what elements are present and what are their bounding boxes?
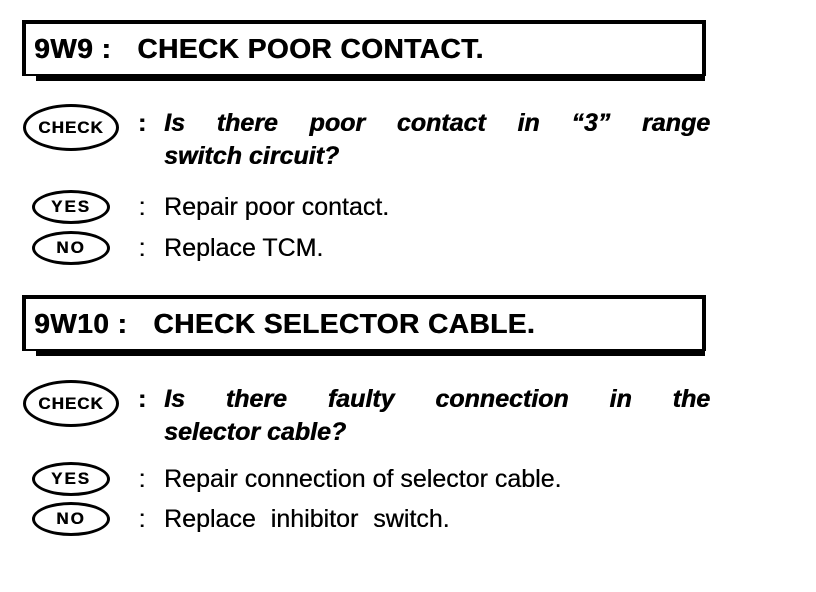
badge-column: NO — [22, 502, 120, 536]
colon-separator: : — [137, 385, 147, 413]
colon-separator: : — [137, 109, 147, 137]
no-badge-icon: NO — [32, 231, 110, 265]
step-code: 9W9 : — [34, 33, 112, 64]
badge-column: YES — [22, 462, 120, 496]
yes-badge-icon: YES — [32, 462, 110, 496]
page-content: 9W9 : CHECK POOR CONTACT. CHECK : Is the… — [0, 20, 816, 536]
yes-action-text: Repair poor contact. — [164, 193, 390, 221]
colon-separator: : — [138, 234, 146, 262]
no-action-text: Replace inhibitor switch. — [164, 505, 450, 533]
yes-action-text: Repair connection of selector cable. — [164, 465, 562, 493]
question-header-box-9w9: 9W9 : CHECK POOR CONTACT. — [22, 20, 706, 81]
yes-row: YES : Repair connection of selector cabl… — [22, 462, 816, 496]
colon-separator: : — [138, 465, 146, 493]
check-badge-icon: CHECK — [23, 380, 119, 427]
section-9w10: 9W10 : CHECK SELECTOR CABLE. CHECK : Is … — [0, 295, 816, 536]
question-line: Is there faulty connection in the — [164, 385, 710, 413]
step-code: 9W10 : — [34, 308, 128, 339]
no-row: NO : Replace TCM. — [22, 231, 816, 265]
step-title: CHECK SELECTOR CABLE. — [153, 308, 536, 339]
question-line: selector cable? — [164, 418, 347, 446]
no-row: NO : Replace inhibitor switch. — [22, 502, 816, 536]
colon-separator: : — [138, 193, 146, 221]
yes-badge-icon: YES — [32, 190, 110, 224]
check-question-text: Is there faulty connection in the select… — [164, 380, 710, 449]
badge-column: YES — [22, 190, 120, 224]
question-line: Is there poor contact in “3” range — [164, 109, 710, 137]
no-action-text: Replace TCM. — [164, 234, 324, 262]
section-9w9: 9W9 : CHECK POOR CONTACT. CHECK : Is the… — [0, 20, 816, 265]
check-row: CHECK : Is there faulty connection in th… — [22, 380, 816, 449]
check-row: CHECK : Is there poor contact in “3” ran… — [22, 104, 816, 173]
badge-column: CHECK — [22, 104, 120, 151]
badge-column: NO — [22, 231, 120, 265]
no-badge-icon: NO — [32, 502, 110, 536]
step-title: CHECK POOR CONTACT. — [137, 33, 484, 64]
colon-separator: : — [138, 505, 146, 533]
question-line: switch circuit? — [164, 142, 340, 170]
badge-column: CHECK — [22, 380, 120, 427]
yes-row: YES : Repair poor contact. — [22, 190, 816, 224]
check-badge-icon: CHECK — [23, 104, 119, 151]
check-question-text: Is there poor contact in “3” range switc… — [164, 104, 710, 173]
question-header-box-9w10: 9W10 : CHECK SELECTOR CABLE. — [22, 295, 706, 356]
